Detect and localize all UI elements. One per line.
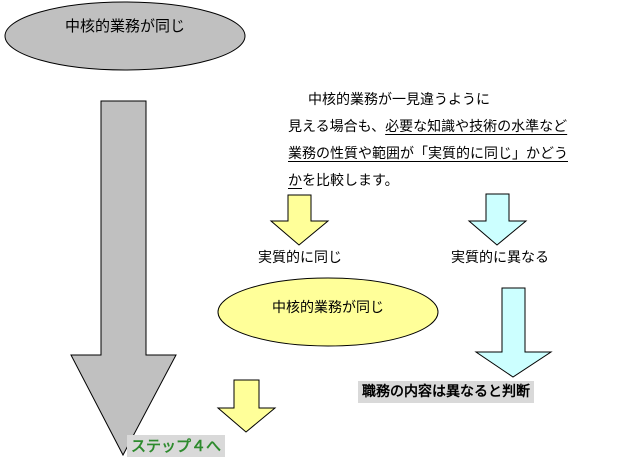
note-line-2-plain: 見える場合も、 [288,119,386,135]
same-down-arrow [269,194,330,246]
note-line-2-underlined: 必要な知識や技術の水準など [385,119,568,135]
note-line-4: かを比較します。 [288,171,399,191]
note-line-1: 中核的業務が一見違うように [308,92,490,108]
note-line-4-plain: を比較します。 [302,173,399,189]
big-down-arrow [70,100,177,457]
mid-ellipse-label: 中核的業務が同じ [272,300,384,316]
mid-ellipse [217,277,439,347]
different-down-arrow [467,193,528,246]
same-branch-label: 実質的に同じ [258,250,342,266]
note-line-2: 見える場合も、必要な知識や技術の水準など [288,117,567,137]
different-branch-label: 実質的に異なる [451,250,549,266]
judgement-box: 職務の内容は異なると判断 [358,381,534,403]
top-ellipse-label: 中核的業務が同じ [64,17,185,35]
note-line-4-underlined: か [288,173,302,189]
note-line-3-underlined: 業務の性質や範囲が「実質的に同じ」かどう [288,146,568,162]
top-ellipse [4,1,246,71]
step-down-arrow [216,379,277,433]
judgement-down-arrow [474,287,553,378]
step-box: ステップ４へ [127,435,226,457]
note-line-3: 業務の性質や範囲が「実質的に同じ」かどう [288,144,568,164]
